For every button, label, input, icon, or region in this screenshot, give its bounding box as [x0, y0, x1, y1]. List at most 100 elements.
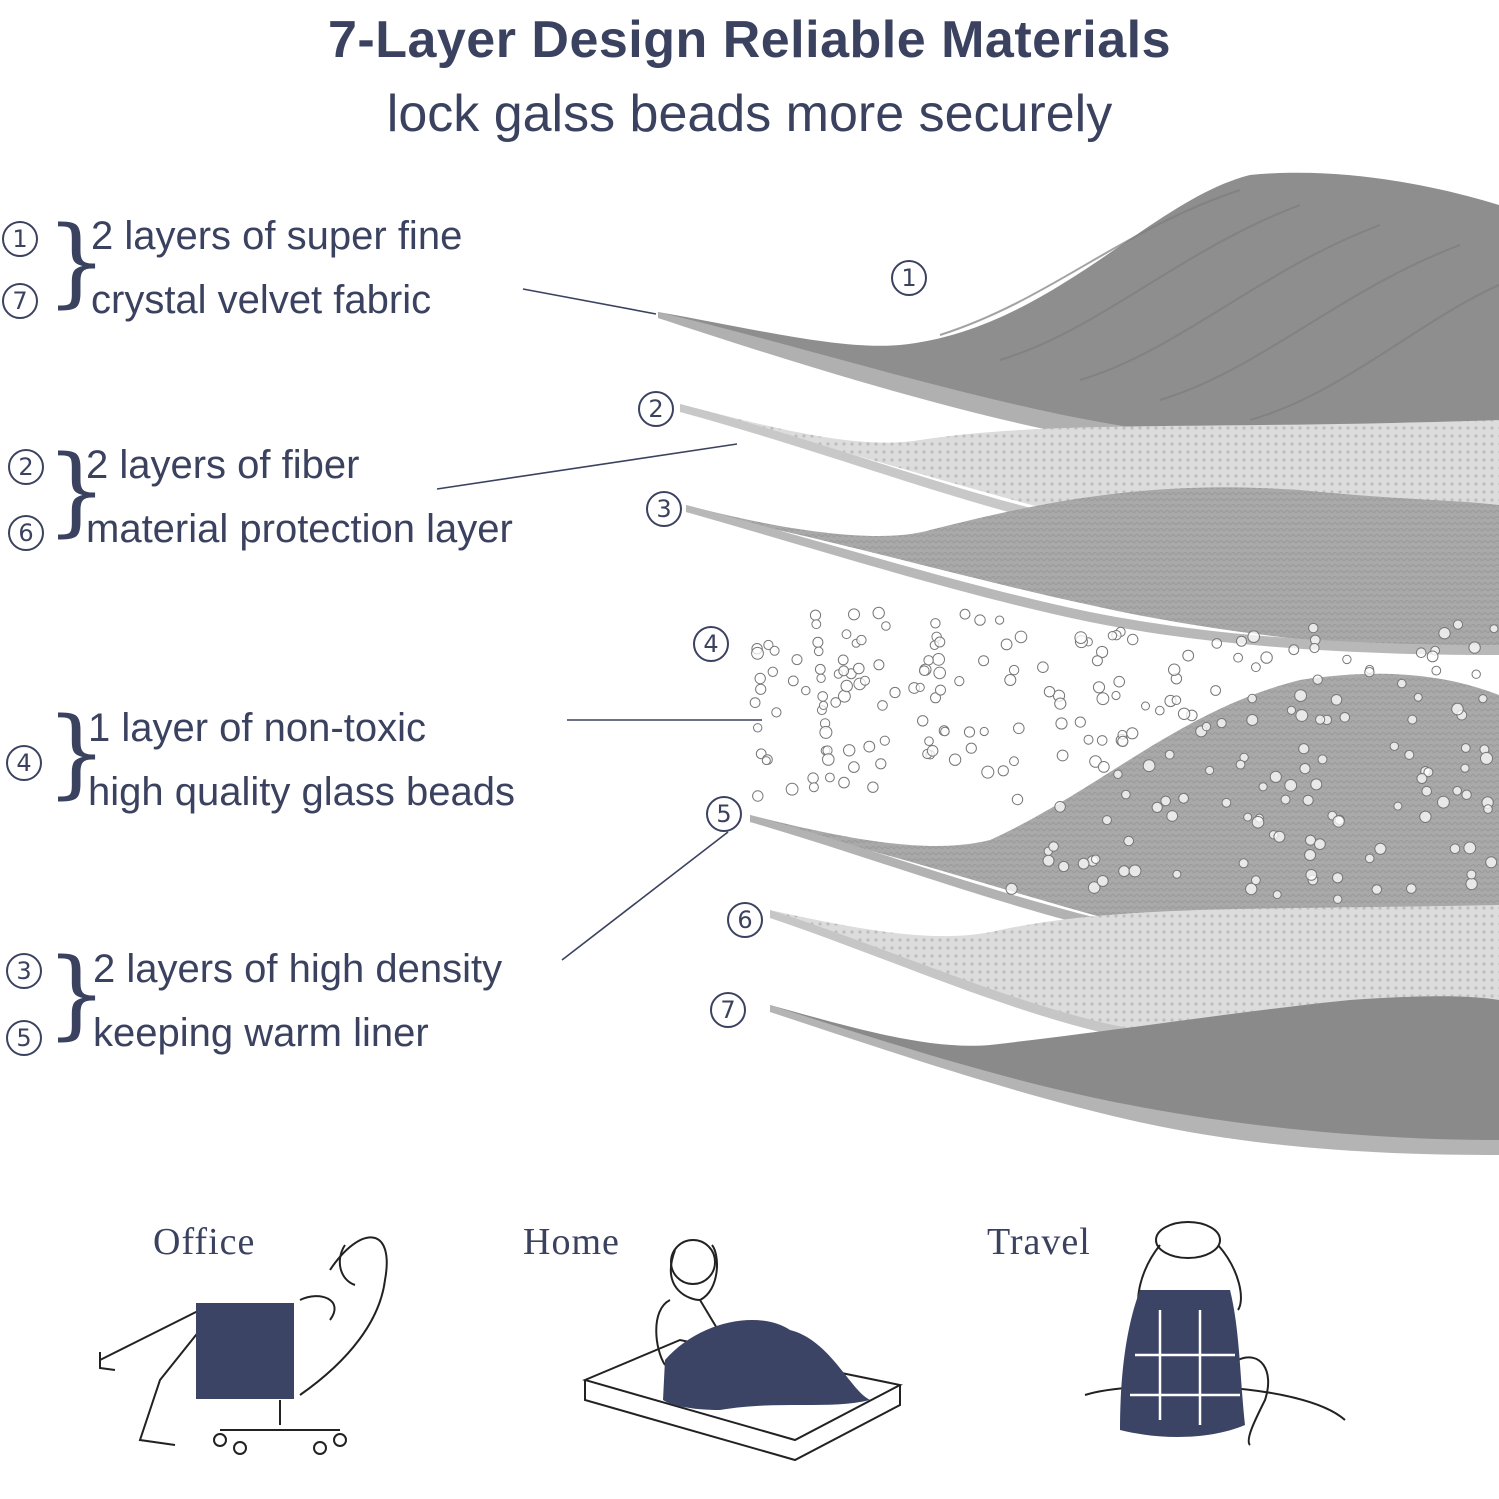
glass-bead	[863, 740, 876, 753]
glass-bead	[1342, 654, 1352, 665]
glass-bead	[877, 700, 888, 711]
brace-icon: }	[46, 938, 108, 1050]
glass-bead	[930, 618, 941, 629]
glass-bead	[1315, 714, 1326, 725]
glass-bead	[1364, 667, 1375, 678]
glass-bead	[1013, 722, 1025, 735]
glass-bead	[1216, 718, 1227, 729]
glass-bead	[919, 665, 930, 677]
glass-bead	[1407, 714, 1418, 725]
leader-lines	[436, 288, 762, 961]
glass-bead	[1406, 883, 1417, 894]
glass-bead	[838, 665, 850, 677]
glass-bead	[1339, 712, 1351, 723]
glass-bead	[1426, 650, 1439, 663]
glass-bead	[979, 726, 989, 737]
glass-bead	[965, 742, 977, 754]
desc-num-7: 7	[2, 283, 38, 319]
glass-bead	[1233, 652, 1243, 663]
glass-bead	[1177, 707, 1191, 720]
glass-bead	[1294, 689, 1307, 702]
glass-bead	[1011, 793, 1024, 806]
glass-bead	[1312, 674, 1323, 685]
glass-bead	[930, 692, 941, 704]
glass-bead	[1332, 815, 1345, 828]
glass-bead	[1205, 765, 1215, 776]
glass-bead	[1221, 797, 1232, 808]
glass-bead	[948, 753, 962, 766]
glass-bead	[1000, 638, 1013, 651]
glass-bead	[873, 659, 885, 671]
glass-bead	[935, 684, 946, 696]
brace-icon: }	[46, 206, 108, 318]
glass-bead	[1389, 741, 1400, 751]
glass-bead	[1089, 755, 1102, 768]
glass-bead	[822, 753, 835, 766]
glass-bead	[1393, 801, 1403, 811]
glass-bead	[1258, 782, 1268, 792]
glass-bead	[1043, 686, 1056, 698]
desc-line-1: 2 layers of super fine	[91, 214, 463, 258]
travel-scene-icon	[1084, 1221, 1346, 1446]
glass-bead	[1182, 649, 1195, 662]
glass-bead	[1014, 630, 1028, 644]
glass-bead	[1416, 773, 1428, 784]
glass-bead	[856, 634, 867, 646]
glass-bead	[1142, 759, 1156, 773]
glass-bead	[1364, 853, 1375, 864]
glass-bead	[837, 654, 849, 666]
glass-bead	[769, 645, 780, 656]
glass-bead	[1201, 721, 1212, 732]
glass-bead	[1419, 810, 1432, 823]
page-subtitle: lock galss beads more securely	[386, 85, 1113, 143]
glass-bead	[761, 756, 771, 766]
glass-bead	[767, 666, 778, 677]
glass-bead	[749, 697, 761, 708]
page-title: 7-Layer Design Reliable Materials	[327, 11, 1172, 69]
glass-bead	[1008, 664, 1020, 676]
glass-bead	[860, 675, 870, 686]
glass-bead	[1113, 769, 1123, 779]
desc-line-2: high quality glass beads	[88, 770, 515, 814]
glass-bead	[1247, 630, 1260, 644]
glass-bead	[995, 615, 1005, 625]
glass-bead	[1037, 661, 1049, 674]
glass-bead	[1054, 801, 1066, 813]
glass-bead	[1004, 674, 1017, 686]
glass-bead	[867, 781, 879, 793]
glass-bead	[1155, 705, 1165, 716]
glass-bead	[1280, 794, 1291, 805]
marker-layer-5: 5	[706, 796, 742, 832]
glass-bead	[1166, 810, 1179, 822]
glass-bead	[1107, 631, 1118, 641]
marker-layer-4: 4	[693, 626, 729, 662]
desc-num-2: 2	[8, 449, 44, 485]
glass-bead	[830, 697, 842, 708]
glass-bead	[1310, 778, 1323, 791]
marker-layer-6: 6	[727, 902, 763, 938]
layer-4-glass-beads	[749, 606, 1499, 904]
glass-bead	[1468, 641, 1481, 654]
glass-bead	[1117, 735, 1129, 748]
office-scene-icon	[99, 1236, 388, 1455]
desc-num-5: 5	[6, 1020, 42, 1056]
desc-line-1: 2 layers of high density	[93, 947, 503, 991]
glass-bead	[1466, 869, 1477, 880]
glass-bead	[1113, 675, 1125, 688]
glass-bead	[813, 646, 824, 657]
glass-bead	[1449, 843, 1461, 855]
desc-num-4: 4	[6, 745, 42, 781]
glass-bead	[1251, 662, 1261, 673]
desc-num-6: 6	[8, 515, 44, 551]
glass-bead	[1126, 727, 1139, 740]
glass-bead	[808, 782, 819, 793]
glass-bead	[1097, 761, 1110, 773]
glass-bead	[771, 707, 782, 718]
glass-bead	[1058, 860, 1070, 873]
glass-bead	[879, 735, 890, 746]
glass-bead	[1333, 894, 1343, 904]
glass-bead	[1096, 645, 1109, 659]
glass-bead	[1235, 759, 1246, 770]
glass-bead	[959, 608, 971, 620]
glass-bead	[1415, 647, 1427, 659]
